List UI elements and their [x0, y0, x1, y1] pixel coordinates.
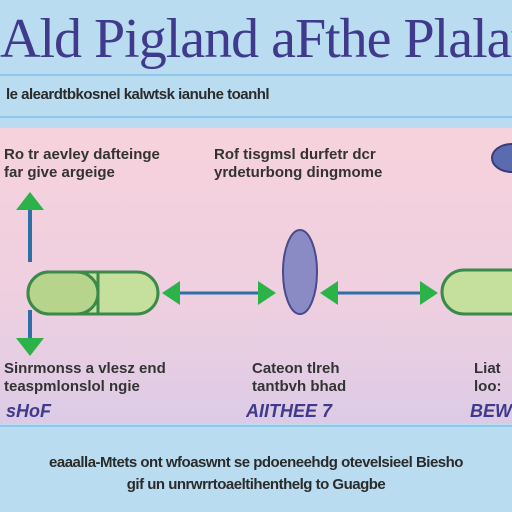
bottom-left-label: Sinrmonss a vlesz end teaspmlonslol ngie: [4, 360, 174, 396]
bottom-left-label-line-1: Sinrmonss a vlesz end: [4, 360, 166, 377]
top-left-label-line-2: far give argeige: [4, 164, 115, 181]
subtitle-divider: [0, 116, 512, 118]
top-left-label-line-1: Ro tr aevley dafteinge: [4, 146, 160, 163]
left-capsule: [26, 270, 160, 316]
right-capsule: [440, 268, 512, 316]
bottom-right-label: Liat loo:: [474, 360, 512, 396]
bottom-center-label: Cateon tlreh tantbvh bhad: [252, 360, 362, 396]
up-arrow: [16, 192, 44, 262]
double-arrow-left: [162, 281, 276, 305]
lens-shape: [282, 229, 318, 315]
subtitle: le aleardtbkosnel kalwtsk ianuhe toanhl: [6, 86, 270, 103]
footer-line-1: eaaalla-Mtets ont wfoaswnt se pdoeneehdg…: [49, 454, 463, 471]
bottom-center-code: AIITHEE 7: [246, 402, 333, 420]
footer-line-2: gif un unrwrrtoaeltihenthelg to Guagbe: [126, 476, 386, 493]
bottom-left-code: sHoF: [6, 402, 51, 420]
down-arrow: [16, 310, 44, 356]
top-center-label: Rof tisgmsl durfetr dcr yrdeturbong ding…: [214, 146, 404, 182]
page-title: Ald Pigland aFthe Plalar: [0, 8, 512, 70]
top-center-label-line-1: Rof tisgmsl durfetr dcr: [214, 146, 376, 163]
top-center-label-line-2: yrdeturbong dingmome: [214, 164, 383, 181]
double-arrow-right: [320, 281, 438, 305]
bottom-center-label-line-2: tantbvh bhad: [252, 378, 347, 395]
bottom-right-label-line-1: Liat: [474, 360, 501, 377]
bottom-right-code: BEW: [470, 402, 512, 420]
top-left-label: Ro tr aevley dafteinge far give argeige: [4, 146, 174, 182]
bottom-right-label-line-2: loo:: [474, 378, 502, 395]
corner-lens-shape: [491, 143, 512, 173]
bottom-center-label-line-1: Cateon tlreh: [252, 360, 340, 377]
title-divider: [0, 74, 512, 76]
bottom-left-label-line-2: teaspmlonslol ngie: [4, 378, 140, 395]
